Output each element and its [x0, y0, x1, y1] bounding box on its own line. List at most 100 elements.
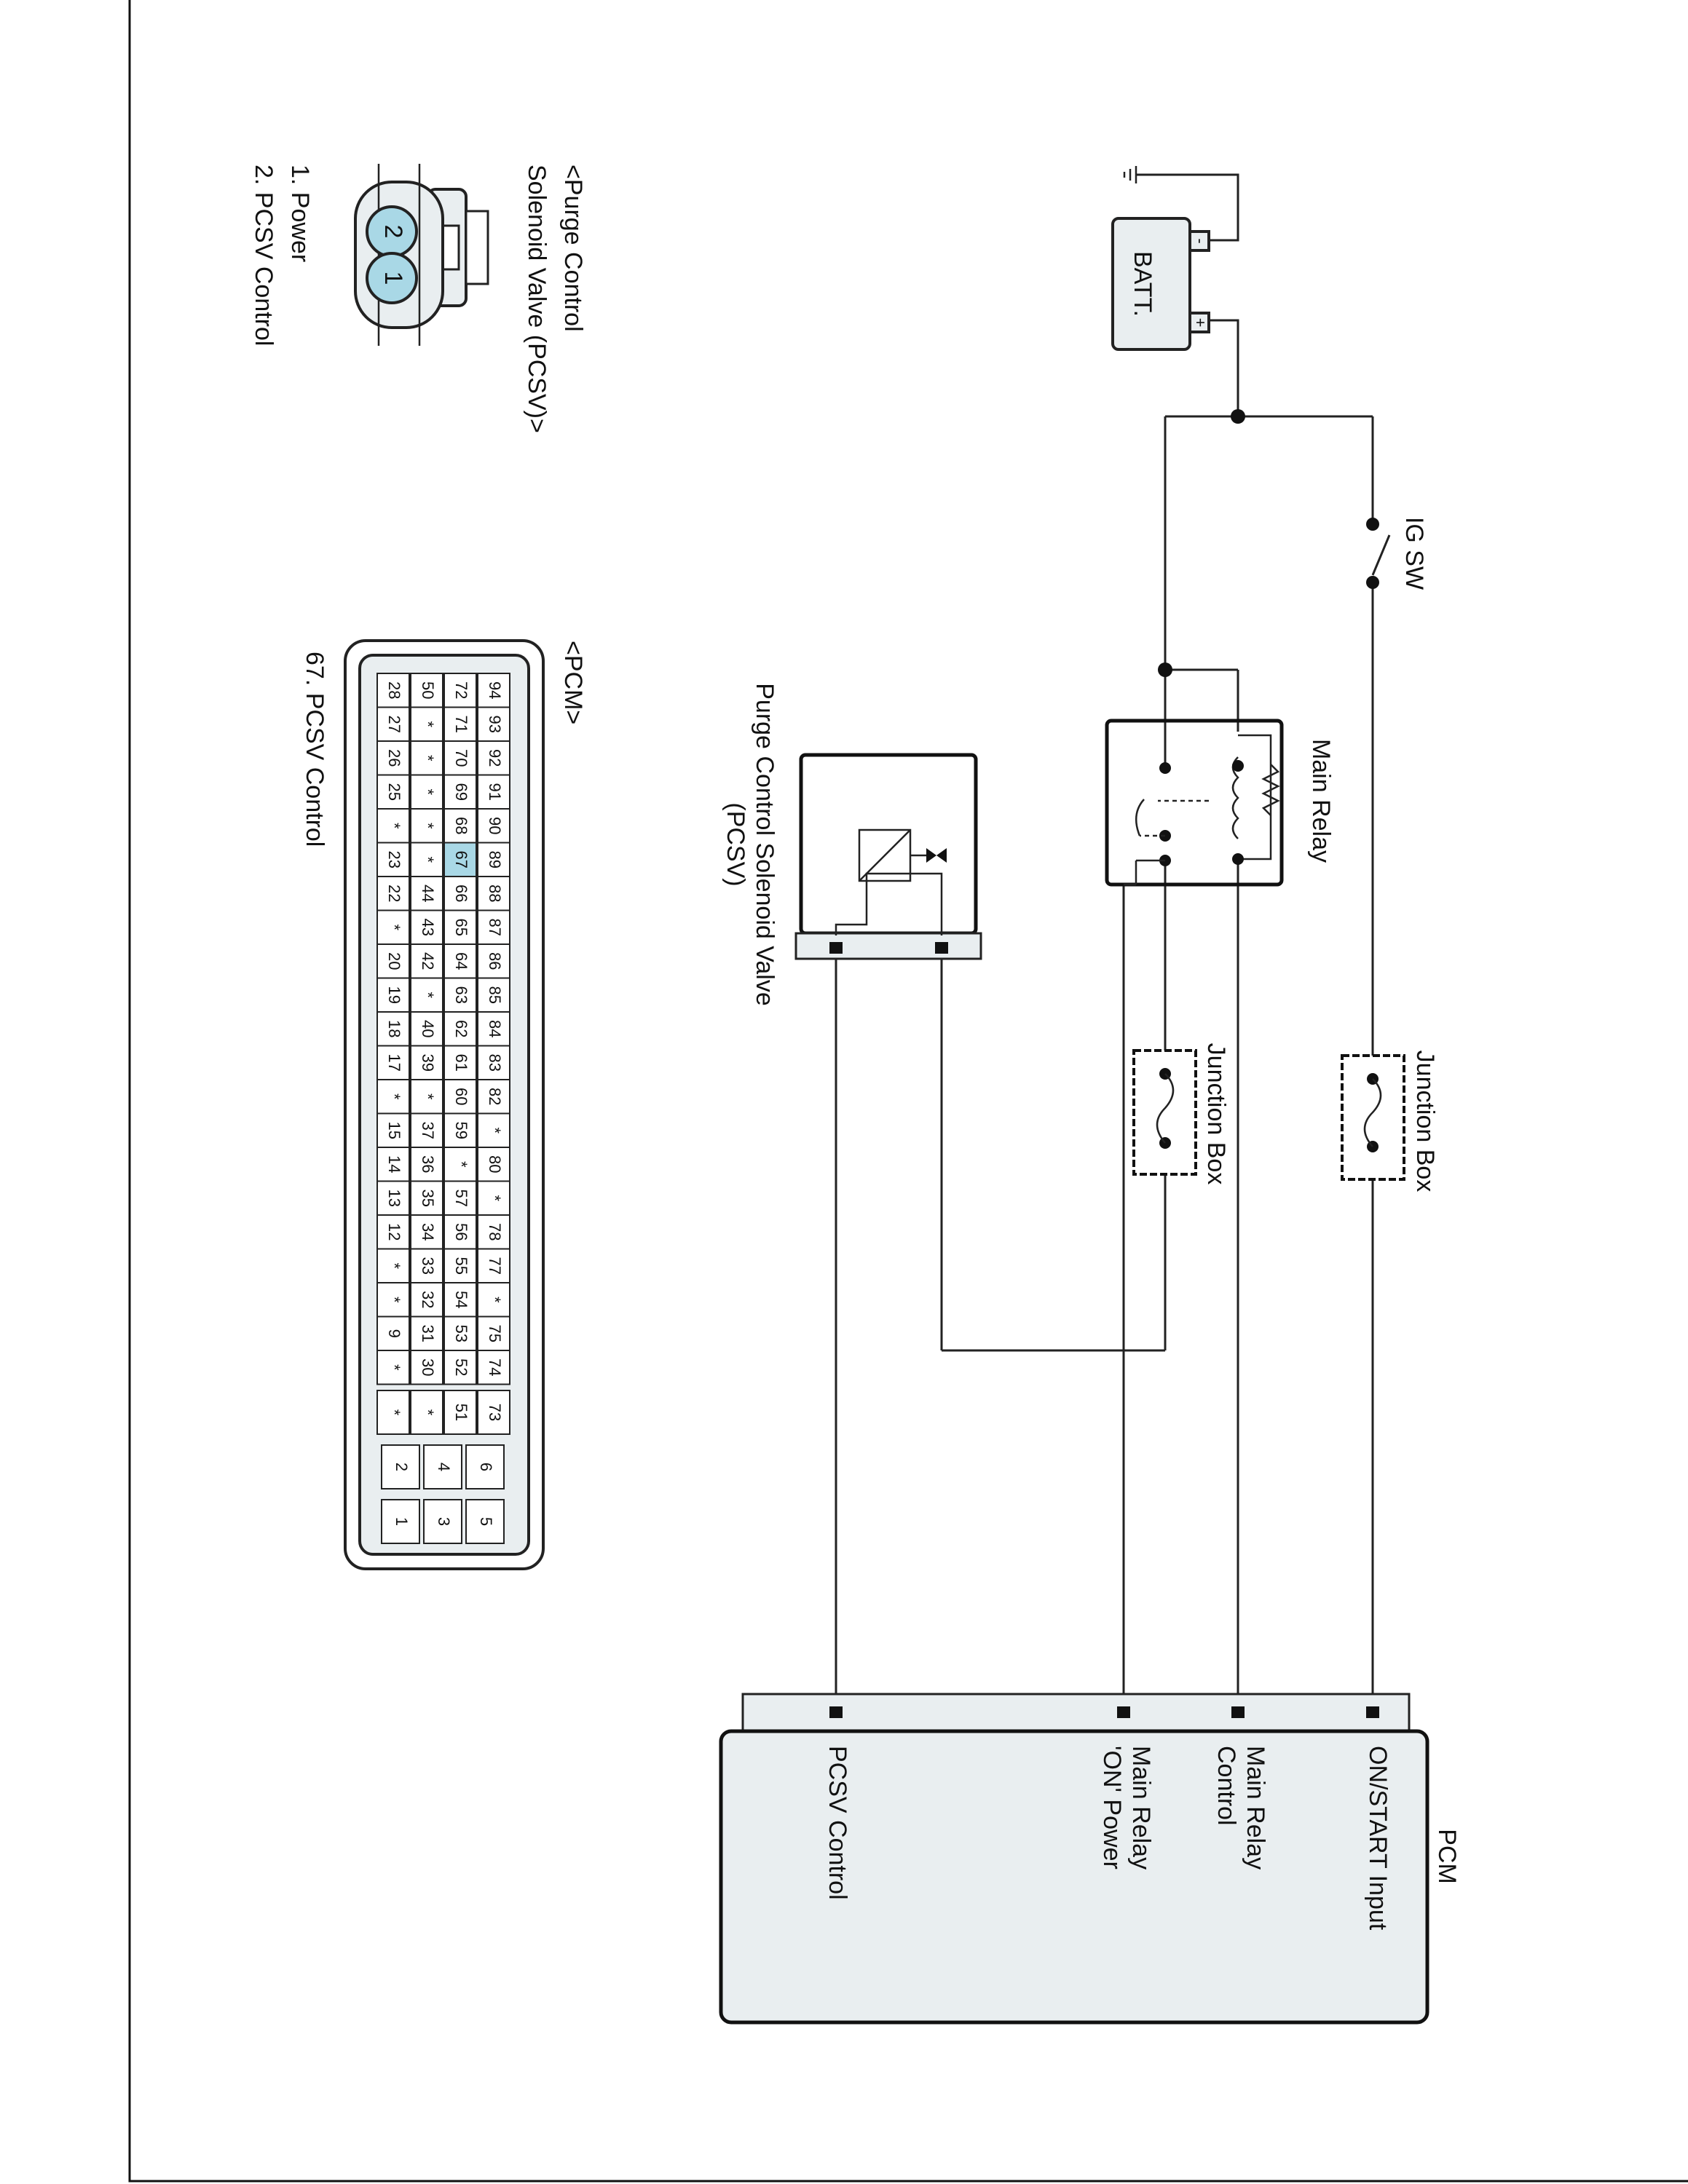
pcm-power-pin: 4	[435, 1463, 453, 1471]
pcm-pin: 55	[452, 1257, 470, 1275]
pcm-pin-cell	[410, 909, 443, 945]
pcm-pin: 34	[419, 1223, 437, 1241]
pcm-pin: 31	[419, 1325, 437, 1342]
pcsv-pin-2-label: 2	[379, 225, 407, 239]
pcm-module: PCM ON/START Input Main Relay Control Ma…	[719, 1693, 1461, 2025]
pcm-pin-cell	[443, 1011, 477, 1047]
pcm-pin-cell	[410, 740, 443, 776]
pcm-pin-cell	[443, 1147, 477, 1182]
pcm-pin-cell	[376, 740, 410, 776]
pcm-pin: 17	[385, 1054, 403, 1072]
pcm-pin-cell	[410, 1045, 443, 1080]
pcm-pin: 28	[385, 681, 403, 699]
battery: BATT. - +	[1111, 166, 1210, 351]
pcm-pin: 33	[419, 1257, 437, 1275]
pcm-pin-main-relay-control-1: Main Relay	[1242, 1746, 1269, 1870]
pcsv-connector-strip	[794, 932, 982, 960]
pcm-pin: 91	[486, 783, 504, 801]
pcm-pin-cell	[443, 1315, 477, 1351]
pcm-pin: 87	[486, 919, 504, 936]
pcm-pin: *	[419, 755, 437, 761]
pcm-pin-cell	[376, 1248, 410, 1283]
pcm-pin: *	[452, 1161, 470, 1168]
wires	[835, 173, 1374, 1712]
pcm-pin-cell	[376, 706, 410, 742]
pcm-power-pin-cell	[465, 1444, 505, 1489]
pcm-pin-cell	[376, 1214, 410, 1250]
pcm-pin-cell	[477, 1112, 510, 1148]
pcm-pin: 18	[385, 1020, 403, 1037]
junction-box-1-label: Junction Box	[1411, 1051, 1439, 1192]
pcm-pin: 50	[419, 681, 437, 699]
pcm-pin: 61	[452, 1054, 470, 1072]
main-relay-label: Main Relay	[1307, 739, 1335, 863]
battery-minus-symbol: -	[1191, 238, 1210, 243]
pcm-pin-cell	[443, 1079, 477, 1115]
pcsv-label-line2: (PCSV)	[722, 802, 749, 886]
pcm-pin: 78	[486, 1223, 504, 1241]
pcm-pin-cell	[410, 1011, 443, 1047]
pcm-pin-cell	[410, 977, 443, 1013]
pcm-power-pin: 2	[393, 1463, 411, 1471]
pcm-pin-cell	[376, 1180, 410, 1216]
pcm-pin-on-start-input: ON/START Input	[1364, 1746, 1392, 1931]
pcm-pin: 57	[452, 1190, 470, 1207]
pcm-pin: *	[419, 1093, 437, 1100]
pcm-pin-cell	[443, 1180, 477, 1216]
pcm-pin-cell	[477, 1011, 510, 1047]
pcm-pin: 14	[385, 1155, 403, 1173]
pcm-connector-title: <PCM>	[559, 641, 587, 724]
pcm-pin: 67	[452, 851, 470, 869]
pcm-pin: 36	[419, 1155, 437, 1173]
pcm-pin: 9	[385, 1329, 403, 1338]
pcm-pin: 30	[419, 1358, 437, 1376]
pcm-pin: 23	[385, 851, 403, 869]
pcm-pin-cell	[477, 1214, 510, 1250]
pcsv-pin-1	[366, 252, 418, 304]
pcm-pin-cell	[443, 1112, 477, 1148]
pcm-pin-cell	[410, 1147, 443, 1182]
pcm-pin-main-relay-on-1: Main Relay	[1127, 1746, 1155, 1870]
pcsv-label-line1: Purge Control Solenoid Valve	[751, 683, 778, 1006]
relay-contact-arm	[1135, 799, 1145, 836]
pcm-pin-cell	[477, 1282, 510, 1318]
pcm-pin: 90	[486, 817, 504, 834]
pcm-pin-cell	[376, 774, 410, 810]
pcm-pin-cell	[443, 943, 477, 979]
pcm-pin-cell	[477, 1079, 510, 1115]
pcsv-legend-2: 2. PCSV Control	[250, 165, 277, 346]
battery-plus-symbol: +	[1191, 318, 1210, 328]
pcm-pin: 13	[385, 1190, 403, 1207]
pcm-pin: *	[419, 856, 437, 863]
pcm-power-pin-cell	[423, 1499, 462, 1544]
pcm-power-pin: 5	[477, 1517, 495, 1526]
pcm-pin-cell	[376, 1011, 410, 1047]
pcm-pin: *	[385, 924, 403, 930]
pcm-power-pin: 3	[435, 1517, 453, 1526]
pcm-pin: 35	[419, 1190, 437, 1207]
pcm-pin: 40	[419, 1020, 437, 1037]
pcsv-connector-title-2: Solenoid Valve (PCSV)>	[523, 165, 551, 433]
pcm-pin: 65	[452, 919, 470, 936]
pcm-pin-cell	[443, 808, 477, 844]
pcm-pin-cell	[376, 943, 410, 979]
pcm-pin: 63	[452, 986, 470, 1004]
pcm-pin: 80	[486, 1155, 504, 1173]
pcm-pin-cell	[477, 1180, 510, 1216]
pcm-pin: 25	[385, 783, 403, 801]
pcm-pin-extra-cell	[376, 1390, 410, 1435]
pcm-pin-extra-cell	[410, 1390, 443, 1435]
pcm-pin-main-relay-on-2: 'ON' Power	[1098, 1746, 1126, 1870]
pcm-pin: *	[419, 721, 437, 727]
pcm-pin-extra: *	[419, 1409, 437, 1416]
pcm-pin-cell	[477, 808, 510, 844]
pcm-power-pin-cell	[423, 1444, 462, 1489]
junction-box-1: Junction Box	[1341, 1051, 1439, 1192]
pcm-pin-cell	[376, 977, 410, 1013]
junction-dots	[1158, 409, 1245, 677]
battery-minus-terminal	[1188, 230, 1210, 252]
pcm-pin: 53	[452, 1325, 470, 1342]
pcm-pin-cell	[376, 808, 410, 844]
pcm-pin-cell	[443, 876, 477, 911]
pcm-pin: 68	[452, 817, 470, 834]
